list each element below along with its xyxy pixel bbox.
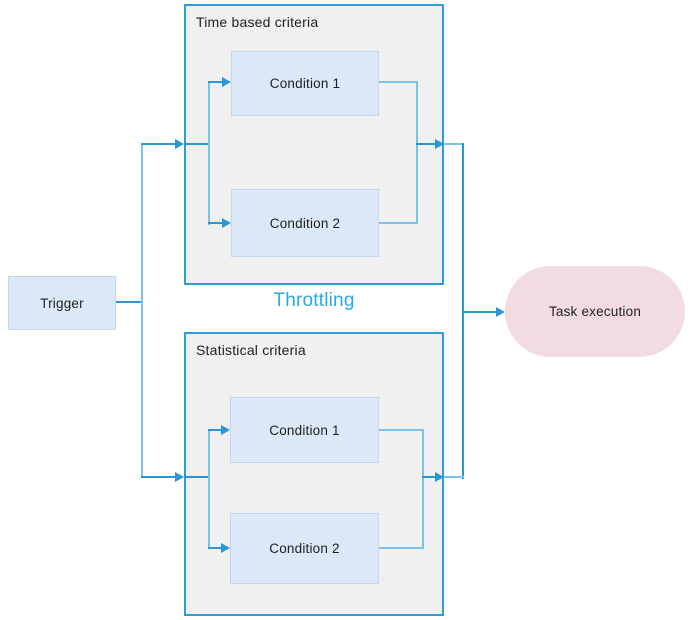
time-condition-1-node: Condition 1 [231, 51, 379, 116]
task-execution-node: Task execution [505, 266, 685, 357]
statistical-condition-2-node: Condition 2 [230, 513, 379, 584]
connector-bottom-entry-inner [184, 476, 210, 478]
connector-bottom-inner-spine [208, 429, 210, 549]
connector-top-inner-spine [208, 81, 210, 225]
trigger-label: Trigger [40, 295, 84, 311]
connector-statistical-condition-2-out [379, 547, 424, 549]
connector-to-statistical-condition-2 [208, 547, 222, 549]
time-condition-1-label: Condition 1 [269, 76, 341, 91]
connector-top-exit-outer [444, 143, 464, 145]
time-condition-2-label: Condition 2 [269, 215, 341, 231]
connector-bottom-exit [422, 476, 435, 478]
connector-top-right-spine [416, 81, 418, 224]
arrowhead-right-icon [221, 425, 230, 435]
time-based-criteria-title: Time based criteria [196, 14, 319, 30]
connector-trigger-out [116, 301, 142, 303]
arrowhead-right-icon [222, 218, 231, 228]
connector-top-entry [141, 143, 175, 145]
connector-to-time-condition-2 [208, 222, 223, 224]
arrowhead-right-icon [435, 139, 444, 149]
statistical-condition-1-label: Condition 1 [269, 422, 340, 438]
connector-top-exit [416, 143, 435, 145]
connector-top-entry-inner [184, 143, 210, 145]
statistical-condition-2-label: Condition 2 [269, 541, 340, 556]
arrowhead-right-icon [496, 307, 505, 317]
connector-bottom-exit-outer [444, 476, 464, 478]
connector-time-condition-1-out [379, 81, 418, 83]
connector-time-condition-2-out [379, 222, 418, 224]
connector-statistical-condition-1-out [379, 429, 424, 431]
arrowhead-right-icon [175, 139, 184, 149]
arrowhead-right-icon [221, 543, 230, 553]
throttling-label: Throttling [273, 290, 355, 311]
connector-to-statistical-condition-1 [208, 429, 222, 431]
connector-to-task [462, 311, 496, 313]
connector-left-spine [141, 143, 143, 478]
connector-bottom-entry [141, 476, 175, 478]
arrowhead-right-icon [175, 472, 184, 482]
trigger-node: Trigger [8, 276, 116, 330]
statistical-condition-1-node: Condition 1 [230, 397, 379, 463]
connector-bottom-right-spine [422, 429, 424, 549]
arrowhead-right-icon [222, 77, 231, 87]
connector-to-time-condition-1 [208, 81, 223, 83]
time-condition-2-node: Condition 2 [231, 189, 379, 257]
task-execution-label: Task execution [548, 304, 642, 319]
statistical-criteria-title: Statistical criteria [196, 342, 306, 358]
arrowhead-right-icon [435, 472, 444, 482]
